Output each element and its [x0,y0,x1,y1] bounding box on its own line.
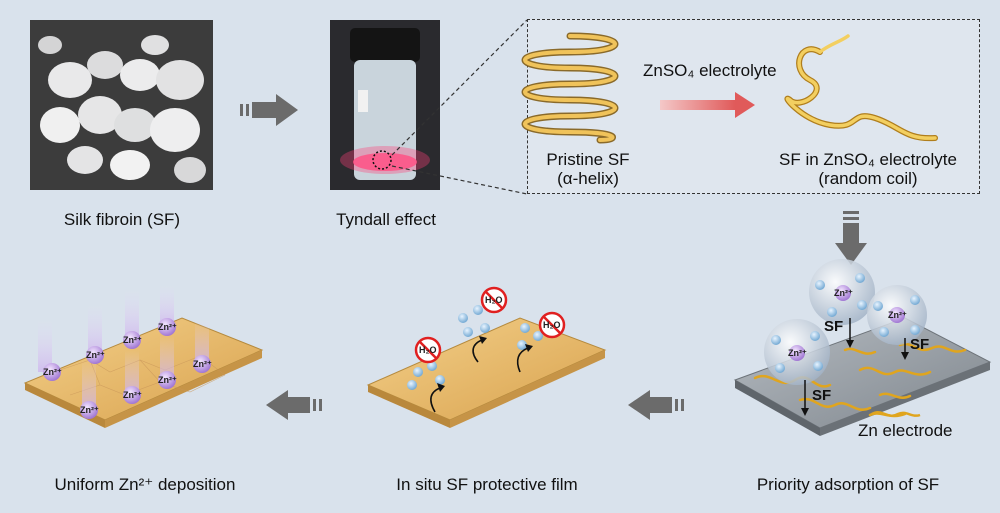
sf-arrow-3 [801,380,809,416]
pristine-sf-label: Pristine SF (α-helix) [546,150,629,188]
repel-arrowhead-2 [479,336,487,344]
arrow-left-1 [628,390,684,420]
random-coil-label: SF in ZnSO₄ electrolyte (random coil) [779,150,957,188]
water-label-3: H₂O [543,320,561,330]
repel-arrowhead-3 [525,344,533,352]
water-prohibited-icon-1 [414,336,442,364]
protective-film-edge-right [450,350,605,428]
repel-arrowhead-1 [437,383,445,392]
conversion-arrow [660,92,755,118]
deposition-ion-label-5: Zn²⁺ [193,359,212,369]
water-prohibited-icon-2 [480,286,508,314]
deposition-edge-right [105,350,262,428]
silk-fibroin-photo [30,20,213,190]
zoom-line-bottom [391,165,528,195]
random-coil-icon [784,34,938,142]
silk-fibroin-label: Silk fibroin (SF) [63,210,181,229]
tyndall-effect-label: Tyndall effect [336,210,436,229]
deposition-ion-label-7: Zn²⁺ [158,375,177,385]
protective-film-label: In situ SF protective film [396,475,578,494]
solvated-bubble-2 [867,285,927,345]
sf-tag-3: SF [812,387,831,404]
arrow-left-2 [266,390,322,420]
solvated-bubble-1 [809,259,875,325]
deposition-ion-label-6: Zn²⁺ [123,390,142,400]
zn-electrode-edge [735,380,820,436]
tyndall-vial-photo [330,20,440,190]
zn-electrode-label: Zn electrode [858,421,953,440]
zoom-line-top [391,19,528,156]
deposition-ion-label-4: Zn²⁺ [158,322,177,332]
water-label-1: H₂O [419,345,437,355]
deposition-ion-label-3: Zn²⁺ [123,335,142,345]
water-prohibited-icon-3 [538,311,566,339]
adsorption-ion-label-1: Zn²⁺ [834,288,853,298]
sf-tag-2: SF [910,336,929,353]
repel-arrows [430,339,529,413]
deposition-ion-label-1: Zn²⁺ [43,367,62,377]
deposition-ions [43,318,211,419]
arrow-right-1 [240,94,298,126]
priority-adsorption-label: Priority adsorption of SF [756,475,940,494]
adsorption-ion-label-3: Zn²⁺ [788,348,807,358]
deposition-beams [38,285,209,410]
zn-electrode-edge-right [820,362,990,436]
water-label-2: H₂O [485,295,503,305]
electrode-strand-icon [871,411,921,417]
random-coil-line2: (random coil) [818,169,918,188]
pristine-sf-line1: Pristine SF [546,150,630,169]
arrow-down [835,211,867,265]
electrolyte-label: ZnSO₄ electrolyte [643,61,777,80]
sf-tag-1: SF [824,318,843,335]
deposition-ion-label-2: Zn²⁺ [86,350,105,360]
random-coil-line1: SF in ZnSO₄ electrolyte [779,150,957,169]
sf-arrow-1 [846,318,854,348]
adsorption-ion-label-2: Zn²⁺ [888,310,907,320]
deposition-ion-label-8: Zn²⁺ [80,405,99,415]
water-molecules [407,305,543,390]
solvated-bubble-3 [764,319,830,385]
alpha-helix-icon [521,32,619,144]
sf-arrow-2 [901,338,909,360]
protective-film-edge [368,385,450,428]
pristine-sf-line2: (α-helix) [557,169,619,188]
uniform-deposition-label: Uniform Zn²⁺ deposition [54,475,236,494]
